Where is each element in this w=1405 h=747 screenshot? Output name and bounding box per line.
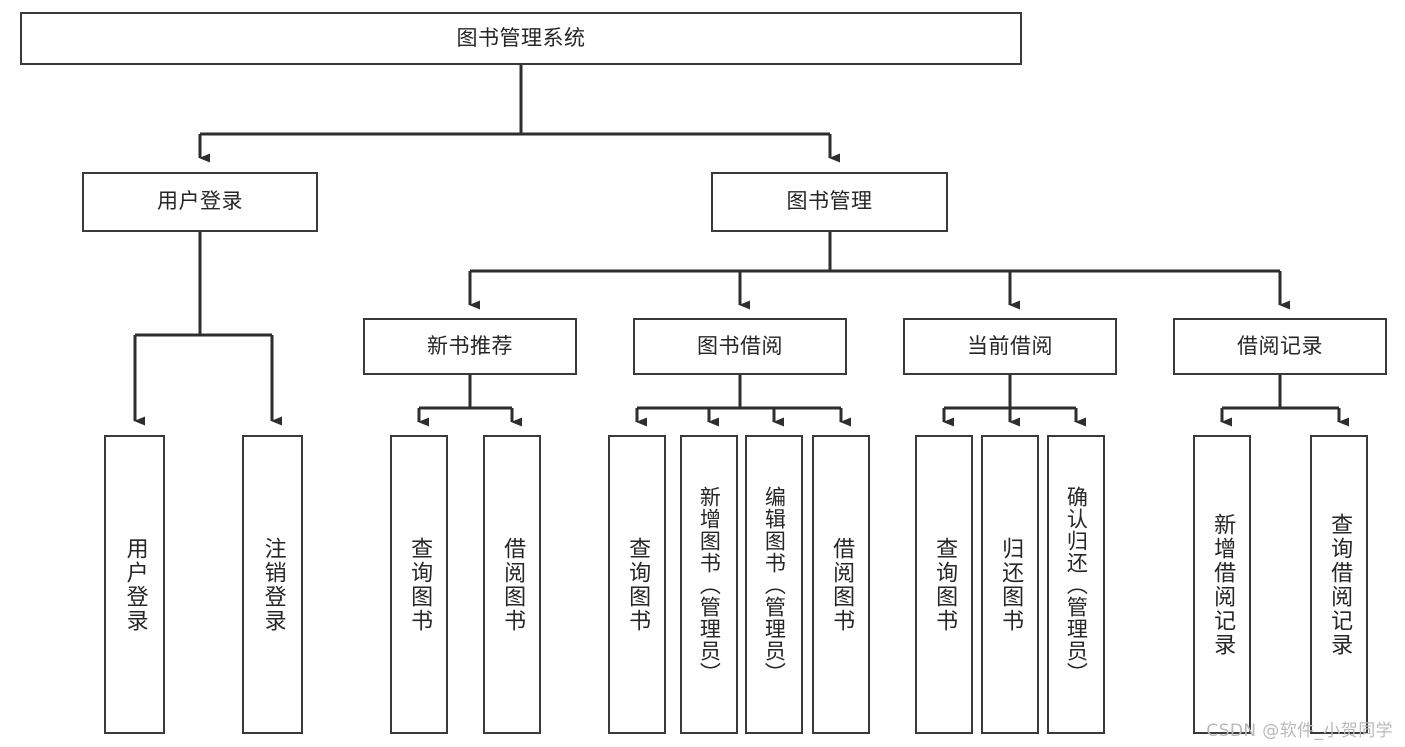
node-book-management[interactable]: 图书管理	[711, 172, 948, 232]
node-leaf-query-book-1[interactable]: 查询图书	[390, 435, 448, 734]
node-current-borrow[interactable]: 当前借阅	[903, 318, 1117, 375]
csdn-watermark: CSDN @软件_小贺同学	[1206, 721, 1393, 741]
node-current-borrow-label: 当前借阅	[967, 333, 1053, 358]
node-leaf-add-book-admin-label: 新增图书（管理员）	[697, 485, 722, 684]
node-leaf-add-borrow-record[interactable]: 新增借阅记录	[1193, 435, 1251, 734]
node-book-management-label: 图书管理	[786, 189, 873, 214]
node-leaf-borrow-book-2-label: 借阅图书	[829, 536, 855, 633]
node-leaf-query-book-3-label: 查询图书	[932, 536, 958, 633]
node-leaf-edit-book-admin[interactable]: 编辑图书（管理员）	[745, 435, 803, 734]
node-leaf-confirm-return-admin[interactable]: 确认归还（管理员）	[1047, 435, 1105, 734]
node-new-book-recommend-label: 新书推荐	[427, 333, 513, 358]
node-leaf-user-login-label: 用户登录	[122, 536, 148, 633]
node-user-login-label: 用户登录	[157, 189, 243, 214]
node-leaf-return-book[interactable]: 归还图书	[981, 435, 1039, 734]
node-borrow-record[interactable]: 借阅记录	[1173, 318, 1387, 375]
node-leaf-edit-book-admin-label: 编辑图书（管理员）	[762, 485, 787, 684]
node-leaf-query-book-1-label: 查询图书	[407, 536, 433, 633]
node-borrow-record-label: 借阅记录	[1237, 333, 1323, 358]
node-leaf-borrow-book-1-label: 借阅图书	[500, 536, 526, 633]
node-leaf-confirm-return-admin-label: 确认归还（管理员）	[1064, 485, 1089, 684]
node-book-borrow[interactable]: 图书借阅	[633, 318, 847, 375]
node-user-login[interactable]: 用户登录	[82, 172, 318, 232]
node-leaf-query-book-3[interactable]: 查询图书	[915, 435, 973, 734]
node-leaf-borrow-book-1[interactable]: 借阅图书	[483, 435, 541, 734]
node-system-title-label: 图书管理系统	[456, 25, 586, 50]
node-leaf-user-login[interactable]: 用户登录	[104, 435, 165, 734]
node-new-book-recommend[interactable]: 新书推荐	[363, 318, 577, 375]
node-book-borrow-label: 图书借阅	[697, 333, 783, 358]
node-leaf-logout[interactable]: 注销登录	[242, 435, 303, 734]
node-leaf-query-book-2-label: 查询图书	[625, 536, 651, 633]
node-leaf-add-book-admin[interactable]: 新增图书（管理员）	[680, 435, 738, 734]
node-leaf-logout-label: 注销登录	[260, 536, 286, 633]
node-leaf-query-borrow-record-label: 查询借阅记录	[1327, 512, 1353, 657]
node-leaf-return-book-label: 归还图书	[998, 536, 1024, 633]
node-leaf-add-borrow-record-label: 新增借阅记录	[1210, 512, 1236, 657]
node-leaf-borrow-book-2[interactable]: 借阅图书	[812, 435, 870, 734]
node-leaf-query-borrow-record[interactable]: 查询借阅记录	[1310, 435, 1368, 734]
node-system-title[interactable]: 图书管理系统	[20, 12, 1022, 65]
node-leaf-query-book-2[interactable]: 查询图书	[608, 435, 666, 734]
